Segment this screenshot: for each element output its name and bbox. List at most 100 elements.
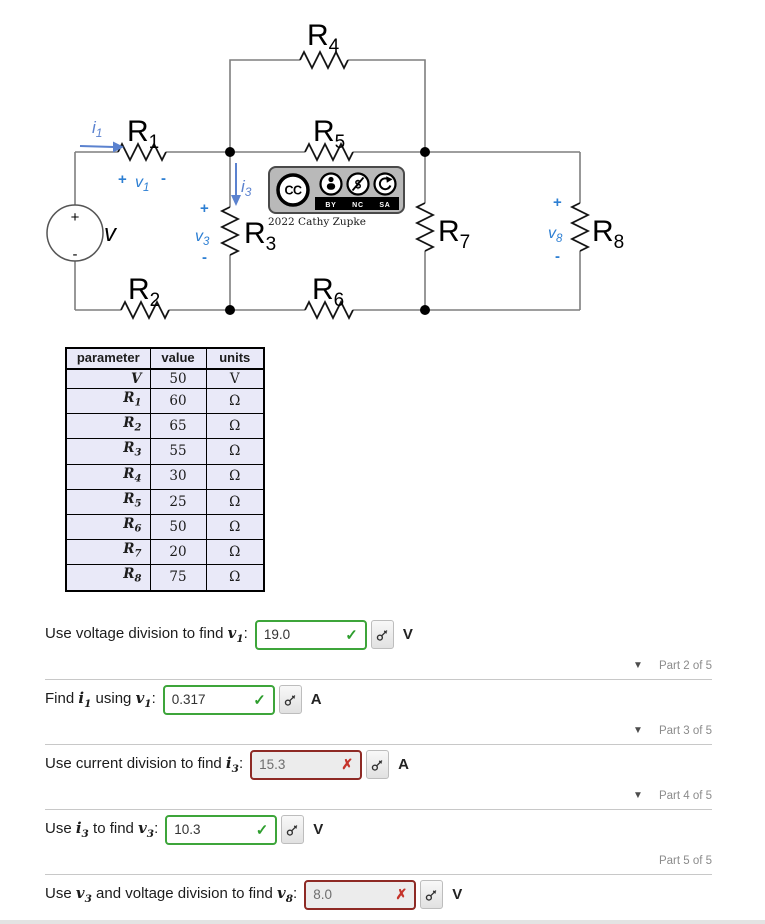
answer-key-button[interactable]: [420, 880, 444, 909]
answer-key-button[interactable]: [370, 620, 394, 649]
v1-minus: -: [161, 170, 166, 187]
units-cell: Ω: [205, 564, 265, 591]
v3-label: v3: [195, 228, 210, 248]
license-credit: 2022 Cathy Zupke: [268, 216, 366, 228]
source-minus: -: [73, 246, 78, 263]
unit-label: A: [398, 756, 409, 773]
answer-key-button[interactable]: [278, 685, 302, 714]
question-part-i3: Use current division to find i3: 15.3✗ A: [45, 749, 712, 780]
answer-value: 8.0: [313, 887, 332, 902]
collapse-triangle-icon[interactable]: ▼: [633, 725, 643, 736]
value-cell: 60: [149, 387, 207, 415]
units-cell: Ω: [205, 438, 265, 465]
answer-input[interactable]: 0.317✓: [162, 684, 275, 715]
resistor-r5: [304, 141, 354, 163]
value-cell: 25: [149, 488, 207, 515]
parameter-cell: R1: [65, 387, 151, 415]
correct-check-icon: ✓: [345, 626, 358, 644]
units-cell: Ω: [205, 413, 265, 440]
cc-sa-arrow: [378, 177, 392, 191]
units-cell: Ω: [205, 463, 265, 490]
resistor-r4: [299, 49, 349, 71]
current-annotations: i1 i3: [79, 118, 252, 206]
parameter-cell: R6: [65, 513, 151, 541]
question-part-i1: Find i1 using v1: 0.317✓ A: [45, 684, 712, 715]
question-prompt: Find i1 using v1:: [45, 689, 156, 710]
cc-by-person-head: [328, 176, 334, 183]
cc-license-badge: CC $ BY NC SA 2022 Cathy Zupke: [268, 166, 405, 228]
collapse-triangle-icon[interactable]: ▼: [633, 660, 643, 671]
cc-nc-dollar: $: [355, 180, 362, 192]
part-label: Part 2 of 5: [658, 659, 712, 672]
value-cell: 50: [149, 368, 207, 389]
v3-minus: -: [202, 249, 207, 266]
circuit-diagram: + - v R1 R2 R3 R4 R5 R6 R7 R8 i1 i3 + v1…: [46, 19, 624, 321]
parameter-cell: R2: [65, 413, 151, 440]
unit-label: A: [310, 691, 322, 708]
r2-label: R2: [128, 273, 160, 311]
resistor-r6: [304, 299, 354, 321]
r8-label: R8: [592, 215, 624, 253]
cc-sa-arrowhead: [386, 176, 393, 183]
header-parameter: parameter: [65, 347, 151, 370]
units-cell: Ω: [205, 387, 265, 415]
v1-plus: +: [118, 171, 127, 188]
r6-label: R6: [312, 273, 344, 311]
resistor-r7: [414, 202, 436, 252]
units-cell: Ω: [205, 539, 265, 566]
value-cell: 30: [149, 463, 207, 490]
resistor-r8: [569, 202, 591, 252]
parameter-cell: R3: [65, 438, 151, 465]
circuit-wires: [74, 59, 581, 311]
r7-label: R7: [438, 215, 470, 253]
parameter-cell: V: [65, 368, 151, 389]
answer-key-button[interactable]: [366, 750, 390, 779]
part-footer: ▼ Part 3 of 5: [45, 725, 712, 745]
i1-label: i1: [92, 118, 102, 140]
cc-sa-text: SA: [379, 202, 390, 209]
section-divider-band: [0, 919, 765, 924]
key-icon: [284, 694, 296, 706]
answer-input[interactable]: 15.3 ✗: [250, 749, 363, 780]
header-value: value: [149, 347, 207, 370]
node-dots: [225, 147, 430, 315]
resistor-r2: [120, 299, 170, 321]
answer-input[interactable]: 19.0 ✓: [254, 619, 367, 650]
source-plus: +: [71, 209, 80, 226]
unit-label: V: [402, 626, 413, 643]
cc-nc-text: NC: [352, 202, 364, 209]
part-label: Part 5 of 5: [658, 854, 712, 867]
cc-sa-icon: [373, 172, 397, 196]
collapse-triangle-icon[interactable]: ▼: [633, 790, 643, 801]
units-cell: V: [205, 368, 265, 389]
question-part-v1: Use voltage division to find v1: 19.0 ✓ V: [45, 619, 712, 650]
answer-value: 19.0: [263, 627, 291, 642]
v8-minus: -: [555, 248, 560, 265]
voltage-annotations: + v1 - + v3 - + v8 -: [118, 170, 563, 266]
voltage-source: + - v: [46, 204, 118, 263]
table-header-row: parameter value units: [65, 347, 265, 370]
question-parts: Use voltage division to find v1: 19.0 ✓ V…: [45, 619, 712, 910]
incorrect-x-icon: ✗: [341, 756, 354, 772]
parameter-cell: R4: [65, 463, 151, 490]
value-cell: 20: [149, 539, 207, 566]
cc-by-text: BY: [325, 202, 336, 209]
question-prompt: Use voltage division to find v1:: [45, 624, 248, 645]
answer-input[interactable]: 8.0✗: [304, 879, 417, 910]
answer-value: 15.3: [259, 757, 286, 772]
cc-logo-icon: [276, 173, 310, 207]
r1-label: R1: [127, 115, 159, 153]
units-cell: Ω: [205, 513, 265, 541]
header-units: units: [205, 347, 265, 370]
cc-logo-text: CC: [284, 184, 302, 198]
r3-label: R3: [244, 217, 276, 255]
cc-nc-slash: [351, 176, 365, 192]
part-footer: ▼ Part 2 of 5: [45, 660, 712, 680]
